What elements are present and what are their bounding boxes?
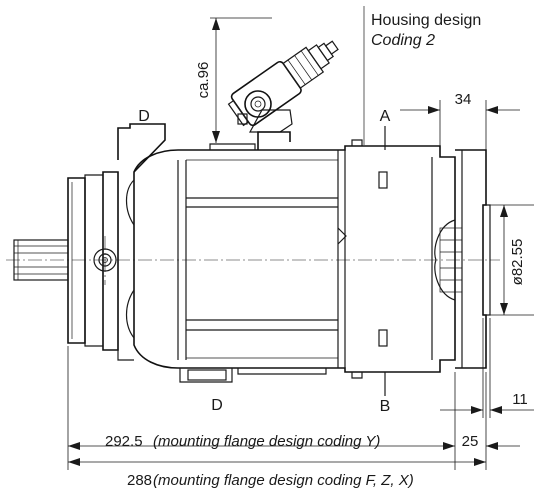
- width-11-value: 11: [512, 391, 528, 408]
- diameter-value: ø82.55: [509, 239, 526, 286]
- port-d-top-label: D: [138, 108, 150, 125]
- length-288-note: (mounting flange design coding F, Z, X): [153, 472, 414, 489]
- control-valve: [227, 40, 339, 150]
- length-292-note: (mounting flange design coding Y): [153, 433, 380, 450]
- port-d-bottom-label: D: [211, 397, 223, 414]
- dimension-diameter: ø82.55: [490, 204, 534, 316]
- rear-flange: [434, 149, 491, 369]
- port-b-label: B: [380, 398, 391, 415]
- housing-design-callout: Housing design Coding 2: [363, 6, 481, 145]
- length-288-value: 288: [127, 472, 152, 489]
- dimension-width-34: 34: [400, 91, 520, 150]
- housing-design-title: Housing design: [371, 12, 481, 29]
- port-labels: D D A B: [138, 108, 390, 415]
- dimension-length-288: 288 (mounting flange design coding F, Z,…: [68, 458, 486, 489]
- width-25-value: 25: [462, 433, 479, 450]
- height-valve-value: ca.96: [195, 62, 212, 99]
- length-292-value: 292.5: [105, 433, 143, 450]
- dimension-width-11: 11: [440, 318, 534, 418]
- port-a-label: A: [380, 108, 391, 125]
- dimension-length-292: 292.5 (mounting flange design coding Y) …: [67, 346, 520, 470]
- pump-body: [133, 139, 456, 383]
- dimension-height-valve: ca.96: [195, 17, 272, 143]
- front-flange: [13, 123, 166, 361]
- housing-design-coding: Coding 2: [371, 32, 435, 49]
- width-34-value: 34: [455, 91, 472, 108]
